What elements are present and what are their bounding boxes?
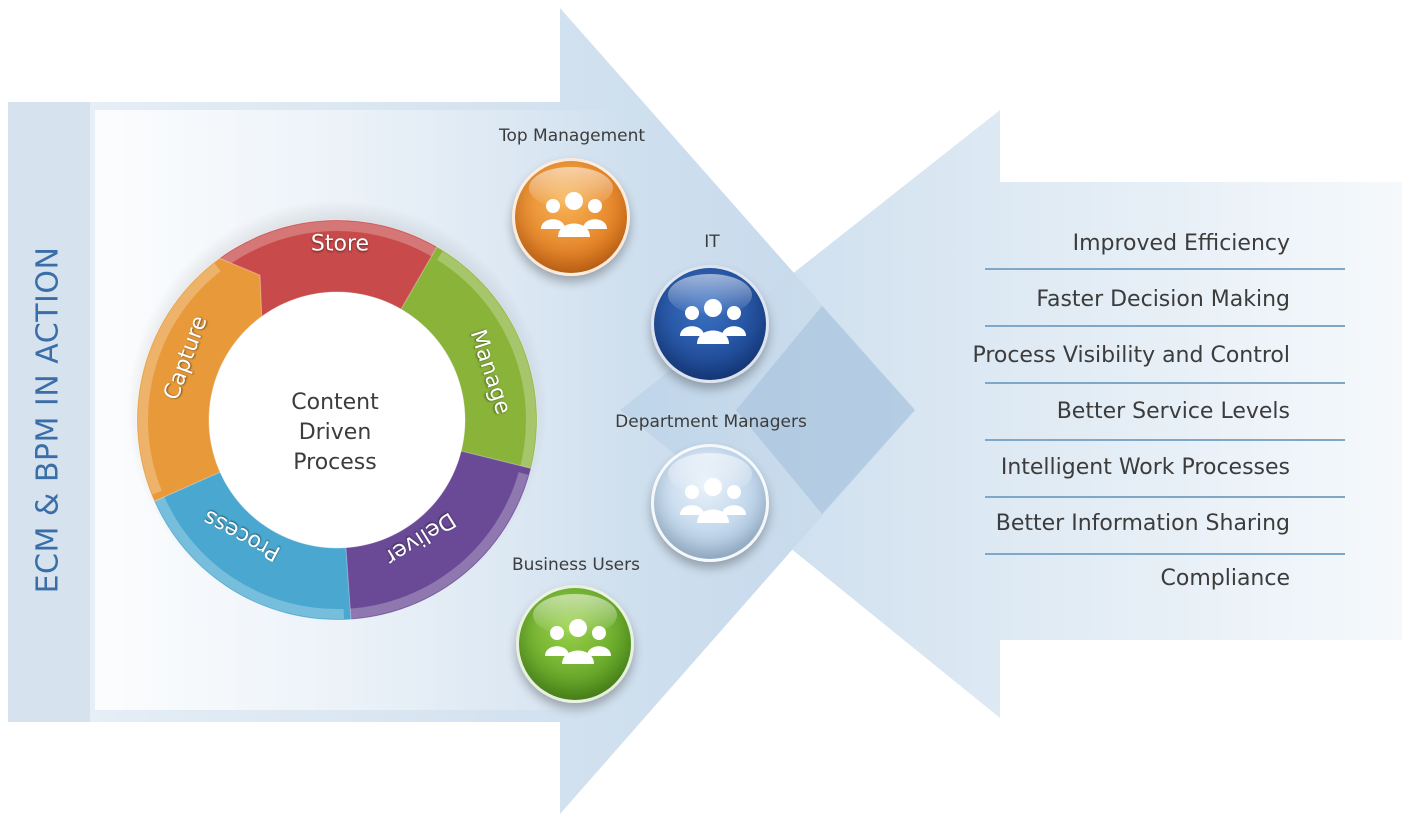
benefit-item: Faster Decision Making bbox=[1036, 287, 1290, 312]
benefit-item: Compliance bbox=[1160, 566, 1291, 591]
benefit-item: Better Service Levels bbox=[1056, 399, 1290, 424]
center-label-line1: Content Driven bbox=[291, 390, 379, 445]
benefit-divider bbox=[985, 268, 1345, 270]
left-pointing-arrow bbox=[620, 110, 1402, 718]
center-label: Content Driven Process bbox=[257, 388, 413, 478]
segment-label-store: Store bbox=[310, 231, 370, 257]
benefit-divider bbox=[985, 439, 1345, 441]
cycle-segment-highlight bbox=[343, 472, 529, 619]
cycle-segment-highlight bbox=[437, 251, 536, 475]
group-users-icon bbox=[545, 619, 611, 664]
benefit-divider bbox=[985, 325, 1345, 327]
ring-hole bbox=[209, 292, 465, 548]
role-badge-top-management bbox=[512, 158, 630, 276]
benefit-item: Better Information Sharing bbox=[995, 511, 1290, 536]
benefit-item: Improved Efficiency bbox=[1072, 231, 1290, 256]
role-badge-department-managers bbox=[651, 444, 769, 562]
group-users-icon bbox=[680, 478, 746, 523]
benefit-divider bbox=[985, 382, 1345, 384]
role-label-business-users: Business Users bbox=[512, 555, 640, 575]
role-label-top-management: Top Management bbox=[498, 126, 646, 146]
process-cycle-ring bbox=[136, 219, 538, 621]
cycle-segment-highlight bbox=[214, 221, 443, 272]
cycle-segment-highlight bbox=[138, 263, 221, 495]
arrow-overlap bbox=[736, 306, 915, 514]
role-label-department-managers: Department Managers bbox=[615, 412, 807, 432]
side-title: ECM & BPM IN ACTION bbox=[30, 246, 66, 594]
role-badge-business-users bbox=[516, 585, 634, 703]
center-label-line2: Process bbox=[293, 450, 377, 475]
group-users-icon bbox=[541, 192, 607, 237]
benefit-divider bbox=[985, 496, 1345, 498]
benefit-divider bbox=[985, 553, 1345, 555]
role-badge-it bbox=[651, 265, 769, 383]
benefit-item: Intelligent Work Processes bbox=[1000, 455, 1290, 480]
cycle-segment-highlight bbox=[152, 490, 344, 619]
title-band bbox=[8, 102, 90, 722]
benefit-item: Process Visibility and Control bbox=[972, 343, 1290, 368]
role-label-it: IT bbox=[704, 232, 720, 252]
group-users-icon bbox=[680, 299, 746, 344]
